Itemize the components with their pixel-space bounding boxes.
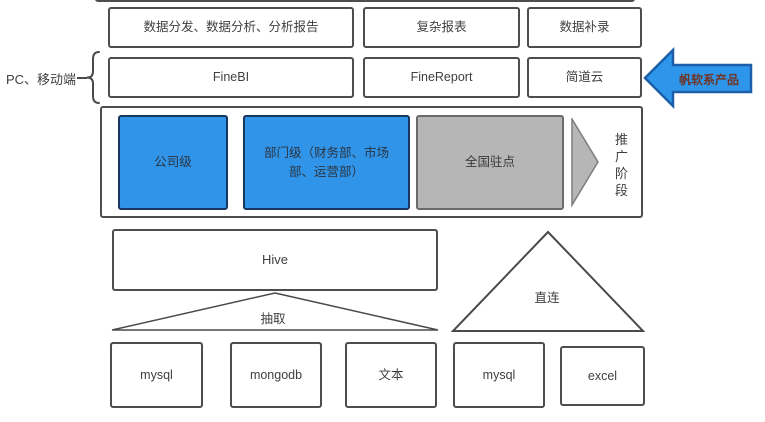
rollout-axis-label: 推广阶段 (614, 132, 628, 198)
source-box-mysql-direct: mysql (453, 342, 545, 408)
stage-arrow-icon (571, 118, 599, 208)
fanruan-arrow-label: 帆软系产品 (678, 73, 739, 87)
fanruan-arrow-icon (643, 47, 753, 110)
stage-box-company: 公司级 (118, 115, 228, 210)
stage-box-department: 部门级（财务部、市场部、运营部） (243, 115, 410, 210)
feature-box-data-entry-label: 数据补录 (559, 20, 610, 35)
stage-box-national-label: 全国驻点 (464, 155, 515, 170)
label-connector-line (77, 77, 87, 79)
product-box-finebi-label: FineBI (212, 70, 250, 85)
source-box-text: 文本 (345, 342, 437, 408)
product-box-finereport: FineReport (363, 57, 520, 98)
source-box-mongodb: mongodb (230, 342, 322, 408)
direct-triangle-icon (451, 230, 645, 332)
extract-label: 抽取 (260, 312, 286, 326)
stage-box-company-label: 公司级 (154, 155, 192, 170)
feature-box-analysis-label: 数据分发、数据分析、分析报告 (143, 20, 319, 35)
feature-box-complex-report-label: 复杂报表 (416, 20, 467, 35)
extract-triangle-icon (111, 292, 439, 331)
hive-box-label: Hive (261, 251, 288, 267)
stage-box-national: 全国驻点 (416, 115, 564, 210)
source-box-text-label: 文本 (378, 367, 404, 382)
source-box-mongodb-label: mongodb (249, 367, 303, 382)
feature-box-analysis: 数据分发、数据分析、分析报告 (108, 7, 354, 48)
direct-label: 直连 (534, 291, 560, 305)
source-box-excel: excel (560, 346, 645, 406)
source-box-excel-label: excel (587, 368, 618, 383)
product-box-jiandaoyun: 简道云 (527, 57, 642, 98)
product-box-jiandaoyun-label: 简道云 (565, 70, 604, 85)
product-box-finebi: FineBI (108, 57, 354, 98)
source-box-mysql-extract: mysql (110, 342, 203, 408)
product-box-finereport-label: FineReport (410, 70, 473, 85)
source-box-mysql-direct-label: mysql (482, 367, 516, 382)
feature-box-data-entry: 数据补录 (527, 7, 642, 48)
platform-label: PC、移动端 (6, 72, 77, 87)
source-box-mysql-extract-label: mysql (140, 367, 173, 382)
feature-box-complex-report: 复杂报表 (363, 7, 520, 48)
brace-icon (86, 51, 100, 104)
top-cutoff-box (95, 0, 635, 2)
hive-box: Hive (112, 229, 438, 291)
stage-box-department-label: 部门级（财务部、市场部、运营部） (263, 146, 389, 179)
